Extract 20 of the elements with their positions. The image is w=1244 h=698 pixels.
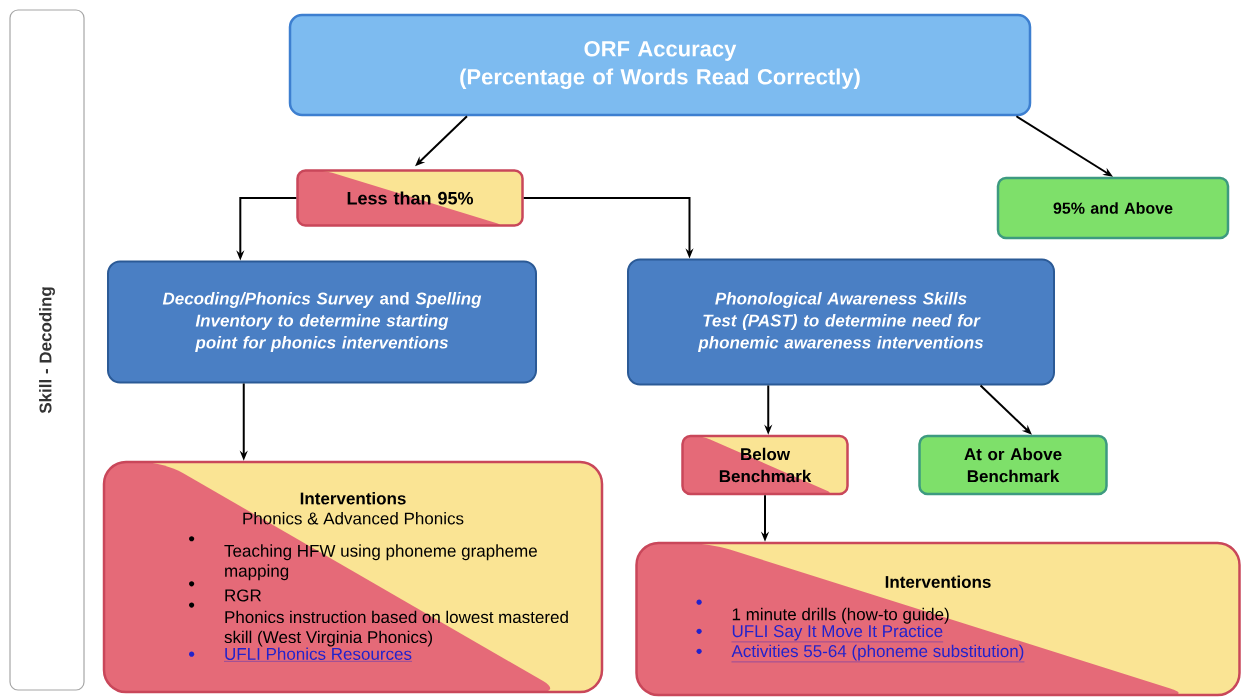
result-box: Below Benchmark — [681, 434, 849, 496]
assessment-box: Phonological Awareness Skills Test (PAST) to determine need for phonemic awareness interventions — [627, 258, 1055, 386]
result-box: 95% and Above — [996, 176, 1230, 240]
list-item: Teaching HFW using phoneme grapheme mapping — [189, 536, 537, 581]
heading: Interventions — [885, 575, 991, 588]
list-item: RGR — [189, 581, 261, 602]
result-box: At or Above Benchmark — [918, 434, 1108, 496]
assessment-box: Decoding/Phonics Survey and Spelling Inventory to determine starting point for phonics interventions — [107, 260, 537, 384]
interventions-box — [102, 460, 604, 694]
result-box: Less than 95% — [296, 169, 524, 227]
list-item: UFLI Say It Move It Practice — [696, 624, 944, 643]
side-band: Skill - Decoding — [9, 9, 85, 691]
heading: Interventions — [300, 492, 406, 505]
subheading: Phonics & Advanced Phonics — [243, 512, 464, 525]
list-item: Activities 55-64 (phoneme substitution) — [696, 644, 1025, 663]
interventions-box — [635, 541, 1241, 697]
list-item: Phonics instruction based on lowest mastered skill (West Virginia Phonics) — [189, 602, 568, 647]
list-item: 1 minute drills (how-to guide) — [696, 599, 949, 624]
measure-box: ORF Accuracy (Percentage of Words Read Correctly) — [288, 13, 1032, 117]
list-item: UFLI Phonics Resources — [189, 647, 413, 662]
